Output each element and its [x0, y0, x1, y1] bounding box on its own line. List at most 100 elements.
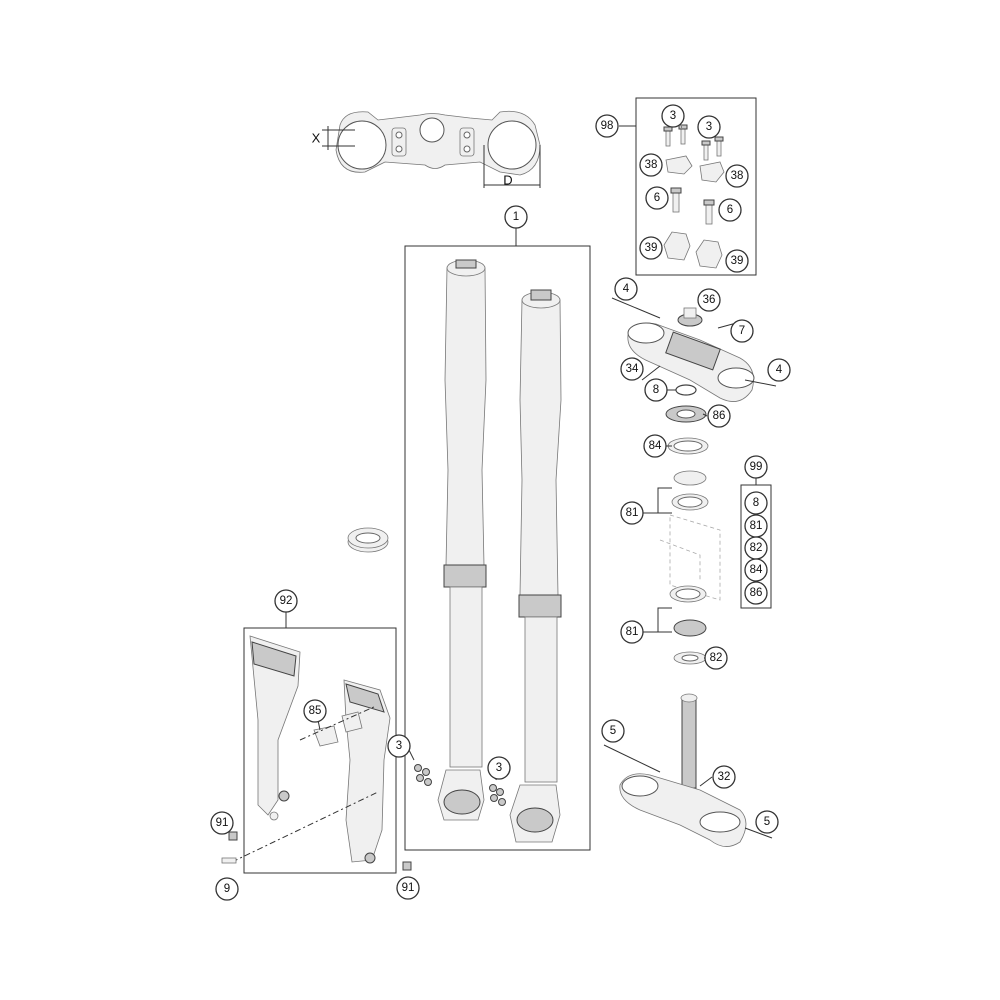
kit-99-item-84: 84 [744, 558, 768, 582]
callout-6: 6 [645, 186, 669, 210]
dust-cover-84 [667, 437, 709, 455]
dimension-x-label: X [312, 131, 321, 146]
upper-triple-clamp-part [611, 297, 777, 402]
svg-text:84: 84 [750, 564, 763, 576]
callout-84: 84 [643, 434, 667, 458]
callout-39: 39 [725, 249, 749, 273]
left-fork-leg [437, 259, 487, 821]
svg-text:81: 81 [626, 626, 639, 638]
callout-86: 86 [707, 404, 731, 428]
svg-text:85: 85 [309, 705, 322, 717]
svg-text:39: 39 [731, 255, 744, 267]
callout-98: 98 [595, 114, 619, 138]
callout-4: 4 [614, 277, 638, 301]
svg-text:91: 91 [216, 817, 229, 829]
o-ring-8 [675, 384, 697, 396]
svg-text:84: 84 [649, 440, 662, 452]
kit-99-item-8: 8 [744, 491, 768, 515]
callout-34: 34 [620, 357, 644, 381]
callout-5: 5 [755, 810, 779, 834]
callout-91: 91 [396, 876, 420, 900]
bracket-38-parts [665, 155, 725, 183]
callout-6: 6 [718, 198, 742, 222]
svg-text:91: 91 [402, 882, 415, 894]
kit-99-item-81: 81 [744, 514, 768, 538]
svg-text:3: 3 [396, 740, 402, 752]
callout-3: 3 [697, 115, 721, 139]
svg-text:4: 4 [776, 364, 783, 376]
svg-text:3: 3 [496, 762, 502, 774]
svg-text:6: 6 [727, 204, 733, 216]
svg-text:39: 39 [645, 242, 658, 254]
clamp-39-parts [663, 231, 723, 269]
right-fork-guard [343, 679, 391, 864]
svg-text:32: 32 [718, 771, 731, 783]
callout-36: 36 [697, 288, 721, 312]
svg-text:3: 3 [706, 121, 712, 133]
callout-32: 32 [712, 765, 736, 789]
callout-3: 3 [661, 104, 685, 128]
lower-triple-clamp-part [603, 693, 773, 847]
svg-text:5: 5 [610, 725, 616, 737]
svg-text:7: 7 [739, 325, 745, 337]
callout-3: 3 [387, 734, 411, 758]
callout-8: 8 [644, 378, 668, 402]
callout-91: 91 [210, 811, 234, 835]
callout-3: 3 [487, 756, 511, 780]
right-fork-leg [509, 289, 562, 843]
callout-9: 9 [215, 877, 239, 901]
svg-text:6: 6 [654, 192, 660, 204]
svg-text:5: 5 [764, 816, 770, 828]
bolt-group-3 [663, 124, 724, 161]
svg-text:81: 81 [626, 507, 639, 519]
guard-clip-85 [313, 711, 363, 747]
svg-text:3: 3 [670, 110, 676, 122]
svg-text:82: 82 [750, 542, 763, 554]
kit-99-item-86: 86 [744, 581, 768, 605]
svg-text:34: 34 [626, 363, 639, 375]
callout-38: 38 [725, 164, 749, 188]
svg-text:8: 8 [753, 497, 759, 509]
svg-text:1: 1 [513, 211, 519, 223]
svg-text:99: 99 [750, 461, 763, 473]
svg-text:8: 8 [653, 384, 659, 396]
leader-lines [317, 126, 713, 787]
svg-text:92: 92 [280, 595, 293, 607]
svg-text:9: 9 [224, 883, 230, 895]
callout-92: 92 [274, 589, 298, 613]
svg-text:38: 38 [731, 170, 744, 182]
callout-39: 39 [639, 236, 663, 260]
fork-1-box [404, 245, 591, 851]
callout-38: 38 [639, 153, 663, 177]
svg-text:98: 98 [601, 120, 614, 132]
callout-82: 82 [704, 646, 728, 670]
svg-text:36: 36 [703, 294, 716, 306]
left-fork-guard [249, 635, 301, 821]
callout-4: 4 [767, 358, 791, 382]
dimension-d-label: D [503, 173, 512, 188]
kit-98-box [635, 97, 757, 276]
guard-screws [221, 831, 412, 871]
callout-85: 85 [303, 699, 327, 723]
callout-81: 81 [620, 620, 644, 644]
callout-99: 99 [744, 455, 768, 479]
steering-tube-ghost [659, 514, 721, 601]
kit-99-item-82: 82 [744, 536, 768, 560]
screw-6-parts [670, 187, 715, 225]
callout-1: 1 [504, 205, 528, 229]
svg-text:81: 81 [750, 520, 763, 532]
axle-clamp-bolts [414, 764, 506, 806]
svg-text:4: 4 [623, 283, 630, 295]
upper-bearing-81 [671, 470, 709, 511]
lower-bearing-81 [669, 585, 707, 637]
svg-text:82: 82 [710, 652, 723, 664]
callout-81: 81 [620, 501, 644, 525]
svg-text:86: 86 [713, 410, 726, 422]
callout-7: 7 [730, 319, 754, 343]
seal-86 [665, 405, 707, 423]
upper-clamp-dimension-sketch: X D [312, 110, 541, 188]
svg-text:38: 38 [645, 159, 658, 171]
seal-ring-82 [673, 651, 707, 665]
svg-text:86: 86 [750, 587, 763, 599]
